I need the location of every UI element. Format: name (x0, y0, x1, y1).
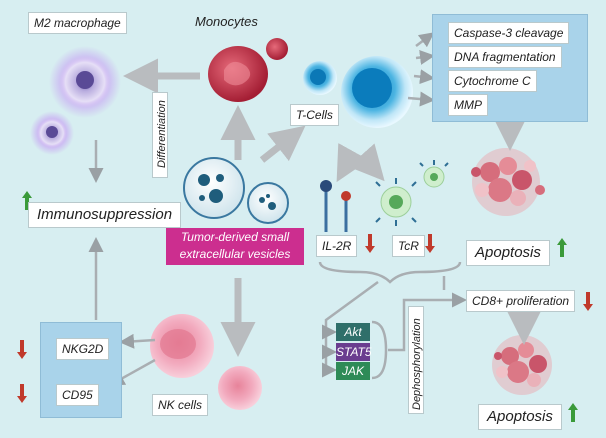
vesicle-large (183, 157, 245, 219)
caspase-label: Caspase-3 cleavage (448, 22, 570, 44)
tsev-label-line1: Tumor-derived small (180, 230, 290, 244)
il2r-receptor-icon (320, 180, 351, 232)
jak-label: JAK (336, 362, 370, 380)
differentiation-box (152, 92, 168, 178)
nk-cell-small (218, 366, 262, 410)
monocyte-small (266, 38, 288, 60)
t-cells-label: T-Cells (290, 104, 339, 126)
il2r-label: IL-2R (316, 235, 358, 257)
apoptosis-label-1: Apoptosis (466, 240, 550, 266)
tsev-label-line2: extracellular vesicles (179, 247, 291, 261)
nk-cells-label: NK cells (152, 394, 209, 416)
dna-fragmentation-label: DNA fragmentation (448, 46, 562, 68)
m2-macrophage-label: M2 macrophage (28, 12, 127, 34)
akt-label: Akt (336, 323, 370, 341)
vesicle-small (247, 182, 289, 224)
apoptotic-cluster-1 (471, 148, 545, 216)
cd95-label: CD95 (56, 384, 99, 406)
cytochrome-c-label: Cytochrome C (448, 70, 537, 92)
dephosphorylation-box (408, 306, 424, 414)
apoptotic-cluster-2 (492, 335, 552, 395)
tcr-label: TcR (392, 235, 425, 257)
differentiation-label: Differentiation (156, 100, 168, 168)
apoptosis-label-2: Apoptosis (478, 404, 562, 430)
stat5-label: STAT5 (336, 343, 372, 361)
monocytes-label: Monocytes (195, 14, 258, 29)
mmp-label: MMP (448, 94, 488, 116)
dephosphorylation-label: Dephosphorylation (411, 318, 423, 410)
cd8-proliferation-label: CD8+ proliferation (466, 290, 576, 312)
tsev-label: Tumor-derived small extracellular vesicl… (166, 228, 304, 265)
immunosuppression-label: Immunosuppression (28, 202, 182, 228)
tcr-cell-icon (375, 160, 449, 226)
nkg2d-label: NKG2D (56, 338, 110, 360)
